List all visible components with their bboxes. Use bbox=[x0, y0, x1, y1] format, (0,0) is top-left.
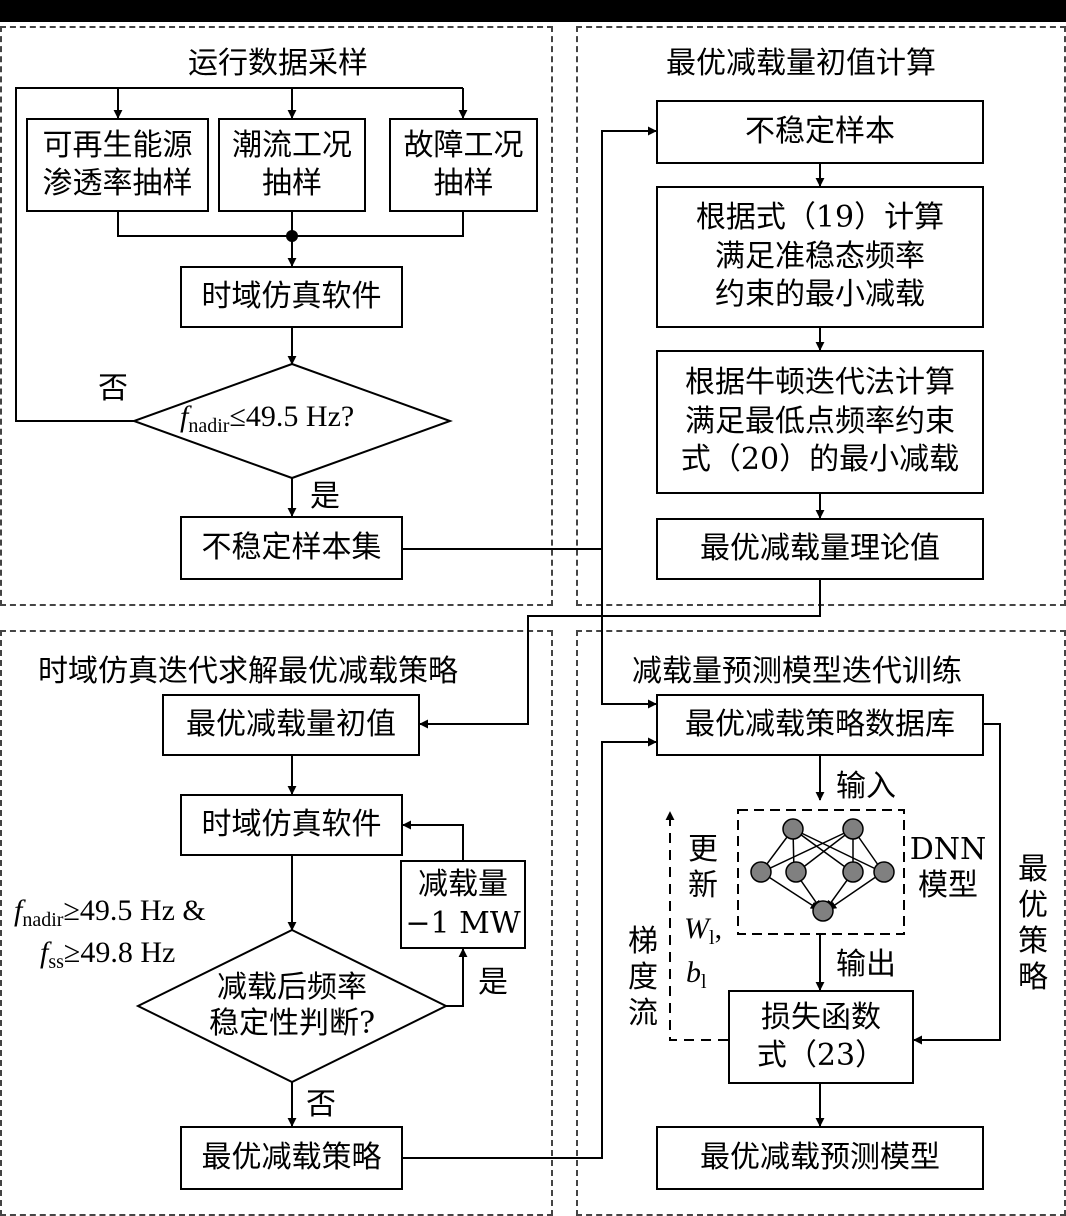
dnn-frame bbox=[737, 809, 905, 935]
dnn-nodes bbox=[750, 818, 895, 922]
label-update: 更 新 bbox=[688, 832, 718, 903]
panel-title-sampling: 运行数据采样 bbox=[188, 46, 368, 81]
box-calc-eq19: 根据式（19）计算 满足准稳态频率 约束的最小减载 bbox=[656, 186, 984, 328]
label-best-strategy: 最 优 策 略 bbox=[1018, 852, 1048, 995]
label-input: 输入 bbox=[836, 769, 896, 804]
panel-title-model-training: 减载量预测模型迭代训练 bbox=[632, 654, 962, 689]
decision-stability-text: 减载后频率 稳定性判断? bbox=[208, 970, 376, 1041]
decision-diamond-stability bbox=[135, 928, 449, 1084]
decision-diamond-nadir bbox=[131, 362, 453, 480]
junction-dot bbox=[286, 230, 298, 242]
panel-title-initial-calc: 最优减载量初值计算 bbox=[666, 46, 936, 81]
box-time-domain-sim-1: 时域仿真软件 bbox=[180, 266, 403, 328]
decision-nadir-text: fnadir≤49.5 Hz? bbox=[180, 400, 355, 437]
label-update-w: Wl, bbox=[684, 912, 723, 949]
label-no-1: 否 bbox=[98, 371, 128, 406]
box-strategy-database: 最优减载策略数据库 bbox=[656, 694, 984, 756]
panel-data-sampling bbox=[0, 26, 553, 606]
box-unstable-sample-set: 不稳定样本集 bbox=[180, 516, 403, 580]
label-no-2: 否 bbox=[306, 1087, 336, 1122]
condition-steady-state: fss≥49.8 Hz bbox=[40, 936, 176, 973]
top-border-bar bbox=[0, 0, 1066, 22]
condition-nadir: fnadir≥49.5 Hz & bbox=[14, 894, 206, 931]
box-theoretical-value: 最优减载量理论值 bbox=[656, 518, 984, 580]
panel-model-training bbox=[576, 630, 1066, 1216]
label-yes-2: 是 bbox=[478, 965, 508, 1000]
box-powerflow-sampling: 潮流工况 抽样 bbox=[218, 118, 366, 212]
box-reduce-1mw: 减载量 −1 MW bbox=[400, 860, 526, 949]
box-renewable-sampling: 可再生能源 渗透率抽样 bbox=[26, 118, 209, 212]
box-unstable-sample: 不稳定样本 bbox=[656, 100, 984, 164]
box-optimal-strategy: 最优减载策略 bbox=[180, 1126, 403, 1190]
label-output: 输出 bbox=[836, 947, 896, 982]
label-update-b: bl bbox=[686, 956, 707, 993]
box-time-domain-sim-2: 时域仿真软件 bbox=[180, 794, 403, 856]
panel-iterative-solve bbox=[0, 630, 553, 1216]
label-dnn-model: DNN 模型 bbox=[909, 832, 987, 903]
box-loss-function: 损失函数 式（23） bbox=[728, 990, 914, 1084]
label-yes-1: 是 bbox=[310, 479, 340, 514]
box-prediction-model: 最优减载预测模型 bbox=[656, 1126, 984, 1190]
label-gradient-flow: 梯 度 流 bbox=[628, 924, 658, 1031]
box-initial-value: 最优减载量初值 bbox=[162, 694, 420, 756]
box-fault-sampling: 故障工况 抽样 bbox=[389, 118, 538, 212]
panel-title-iterative-solve: 时域仿真迭代求解最优减载策略 bbox=[38, 654, 458, 689]
box-calc-eq20: 根据牛顿迭代法计算 满足最低点频率约束 式（20）的最小减载 bbox=[656, 350, 984, 494]
